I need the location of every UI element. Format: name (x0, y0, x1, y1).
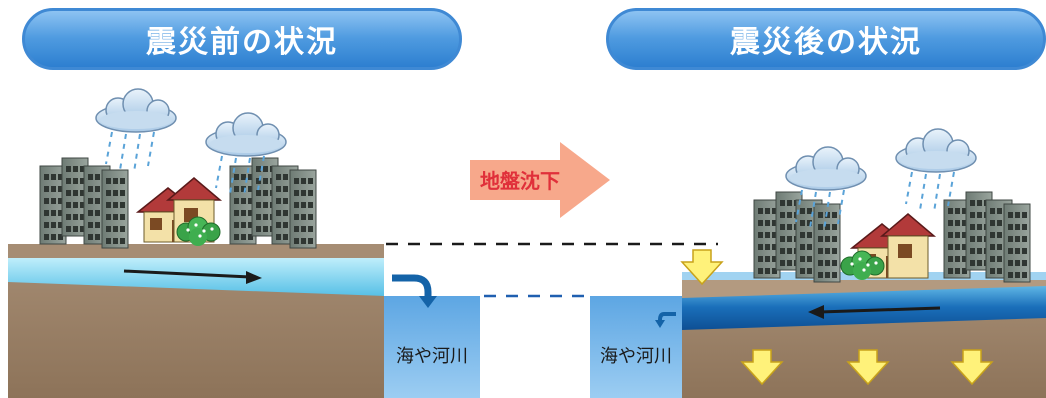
building-icon (943, 191, 1031, 283)
building-icon (229, 157, 317, 249)
subsidence-label: 地盤沈下 (480, 169, 560, 193)
outflow-arrow-icon (392, 274, 437, 308)
before-ground (8, 244, 384, 398)
subsidence-arrow: 地盤沈下 (470, 142, 610, 218)
water-label-right: 海や河川 (600, 346, 672, 367)
header-before-label: 震災前の状況 (146, 25, 338, 60)
water-label-left: 海や河川 (396, 346, 468, 367)
building-icon (39, 157, 129, 249)
sea-left (384, 296, 480, 398)
backflow-arrow-icon (655, 312, 676, 328)
flow-arrow-icon (123, 269, 262, 284)
cloud-rain-icon (95, 88, 177, 173)
header-after: 震災後の状況 (606, 8, 1046, 70)
header-before: 震災前の状況 (22, 8, 462, 70)
header-after-label: 震災後の状況 (730, 25, 922, 60)
flow-arrow-icon (808, 305, 941, 319)
